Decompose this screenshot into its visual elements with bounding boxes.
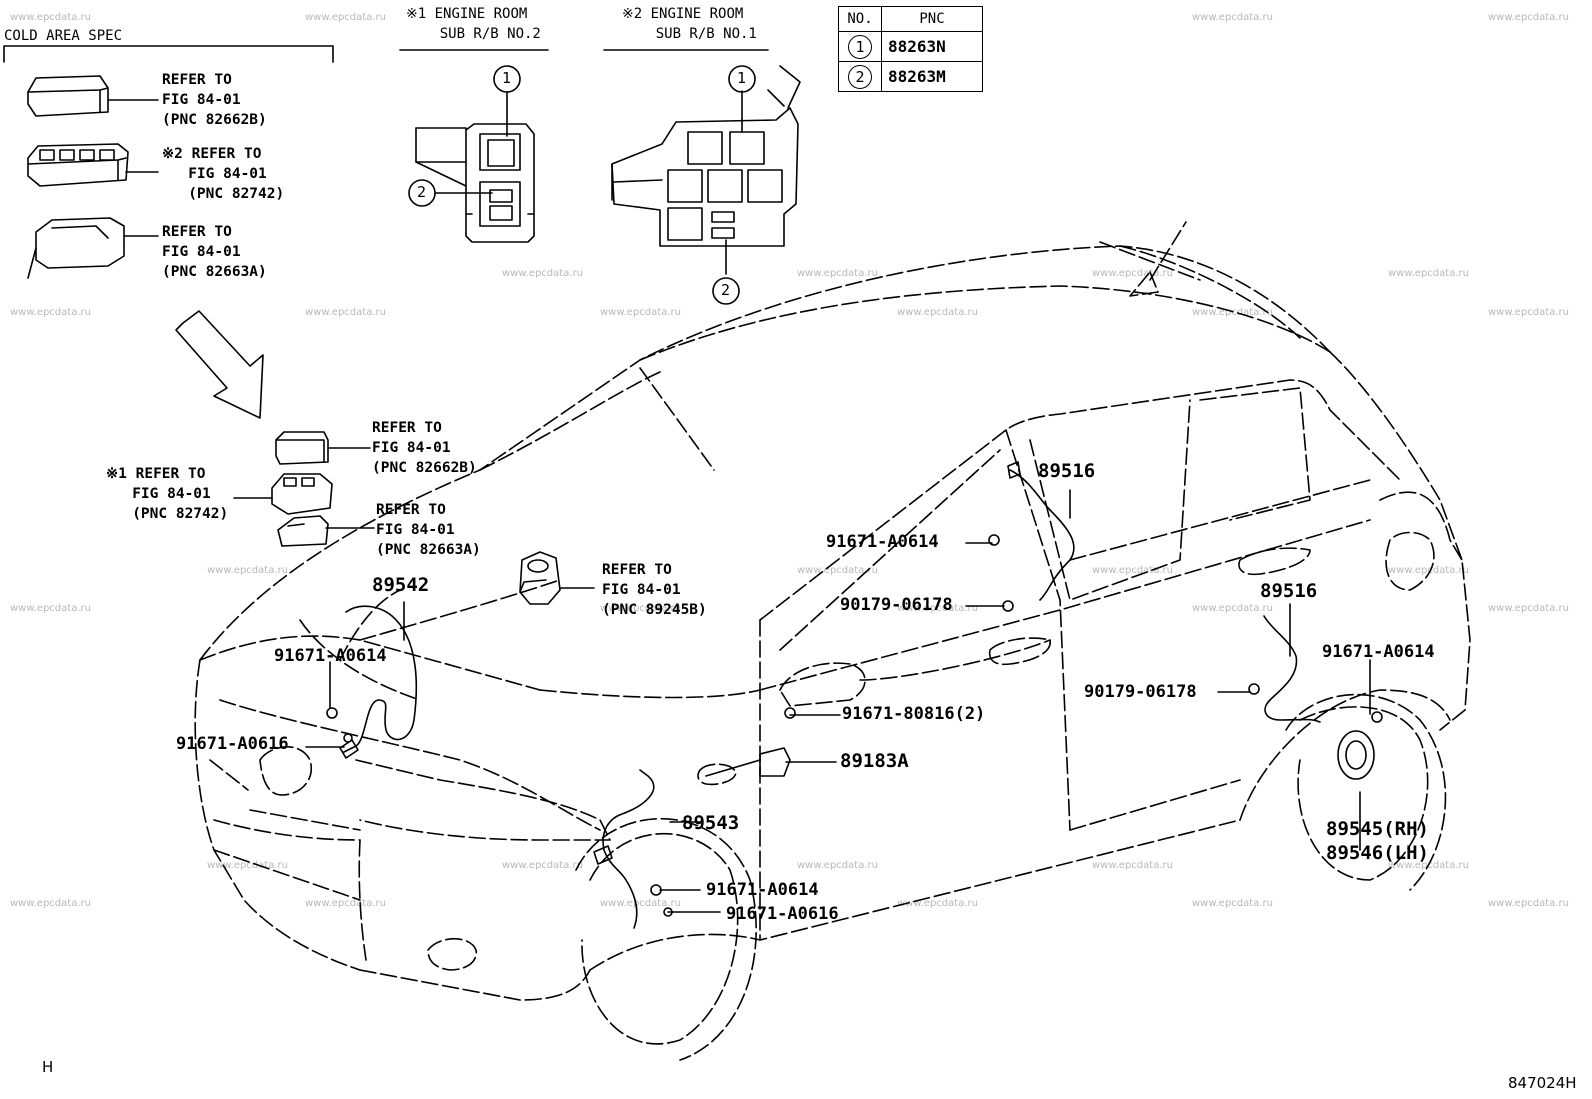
sensor-harnesses <box>339 461 1375 929</box>
watermark: www.epcdata.ru <box>897 898 978 909</box>
watermark: www.epcdata.ru <box>1488 603 1569 614</box>
ecu-bracket-icon <box>519 551 595 605</box>
pnc-table-header-pnc: PNC <box>881 6 983 32</box>
relay-ref-3: REFER TO FIG 84-01 (PNC 82663A) <box>376 502 481 558</box>
cold-relay-box-icon <box>27 75 159 117</box>
engine-room-sub-rb-no1-drawing <box>603 49 801 275</box>
engine-room-no2-title: ※1 ENGINE ROOM SUB R/B NO.2 <box>406 6 541 42</box>
cold-area-title: COLD AREA SPEC <box>4 28 123 44</box>
watermark: www.epcdata.ru <box>600 307 681 318</box>
vehicle-body-outline <box>194 221 1471 1061</box>
watermark: www.epcdata.ru <box>1388 565 1469 576</box>
watermark: www.epcdata.ru <box>1192 603 1273 614</box>
pnc-value: 88263N <box>881 31 983 62</box>
pnc-table-header-no: NO. <box>838 6 882 32</box>
part-label: 89546(LH) <box>1326 842 1429 864</box>
relay-ref-1: REFER TO FIG 84-01 (PNC 82662B) <box>372 420 477 476</box>
watermark: www.epcdata.ru <box>10 603 91 614</box>
watermark: www.epcdata.ru <box>305 898 386 909</box>
pnc-table: NO. PNC 1 88263N 2 88263M <box>838 6 983 92</box>
watermark: www.epcdata.ru <box>1388 268 1469 279</box>
bolts-and-clips <box>326 534 1383 917</box>
part-label: 89516 <box>1260 580 1318 602</box>
relay-ref-2: ※1 REFER TO FIG 84-01 (PNC 82742) <box>106 466 229 522</box>
callout-number: 2 <box>721 281 731 299</box>
callout-number: 1 <box>737 69 747 87</box>
watermark: www.epcdata.ru <box>1488 12 1569 23</box>
part-label: 89543 <box>682 812 740 834</box>
watermark: www.epcdata.ru <box>207 565 288 576</box>
cold-area-ref-1: REFER TO FIG 84-01 (PNC 82662B) <box>162 72 267 128</box>
watermark: www.epcdata.ru <box>1488 307 1569 318</box>
watermark: www.epcdata.ru <box>1192 307 1273 318</box>
cold-area-ref-3: REFER TO FIG 84-01 (PNC 82663A) <box>162 224 267 280</box>
watermark: www.epcdata.ru <box>10 307 91 318</box>
part-label: 89183A <box>840 750 909 772</box>
watermark: www.epcdata.ru <box>1192 12 1273 23</box>
watermark: www.epcdata.ru <box>207 860 288 871</box>
bolt-label: 91671-A0614 <box>1322 642 1435 662</box>
table-row: 2 88263M <box>838 61 983 92</box>
watermark: www.epcdata.ru <box>1192 898 1273 909</box>
bolt-label: 91671-A0616 <box>176 734 289 754</box>
watermark: www.epcdata.ru <box>797 860 878 871</box>
callout-number: 1 <box>502 69 512 87</box>
watermark: www.epcdata.ru <box>502 268 583 279</box>
watermark: www.epcdata.ru <box>797 268 878 279</box>
watermark: www.epcdata.ru <box>10 898 91 909</box>
cold-area-ref-2: ※2 REFER TO FIG 84-01 (PNC 82742) <box>162 146 285 202</box>
watermark: www.epcdata.ru <box>897 603 978 614</box>
callout-number: 2 <box>417 183 427 201</box>
relay-parts-group <box>233 431 375 547</box>
bolt-label: 91671-80816(2) <box>842 704 986 724</box>
watermark: www.epcdata.ru <box>1092 268 1173 279</box>
part-label: 89516 <box>1038 460 1096 482</box>
watermark: www.epcdata.ru <box>1092 860 1173 871</box>
watermark: www.epcdata.ru <box>600 603 681 614</box>
pnc-value: 88263M <box>881 61 983 92</box>
direction-arrow <box>175 310 264 419</box>
watermark: www.epcdata.ru <box>502 860 583 871</box>
watermark: www.epcdata.ru <box>10 12 91 23</box>
watermark: www.epcdata.ru <box>797 565 878 576</box>
part-label: 89545(RH) <box>1326 818 1429 840</box>
bolt-label: 91671-A0614 <box>274 646 387 666</box>
watermark: www.epcdata.ru <box>897 307 978 318</box>
table-row: 1 88263N <box>838 31 983 62</box>
bolt-label: 90179-06178 <box>840 595 953 615</box>
figure-code: 847024H <box>1508 1074 1577 1092</box>
callout-number: 2 <box>848 64 872 89</box>
footer-left-code: H <box>42 1058 54 1076</box>
leader-lines <box>305 489 1371 913</box>
bolt-label: 91671-A0614 <box>826 532 939 552</box>
callout-number: 1 <box>848 34 872 59</box>
watermark: www.epcdata.ru <box>305 12 386 23</box>
cold-relay-bracket-icon <box>27 217 159 279</box>
cold-area-bracket <box>3 45 334 63</box>
part-label: 89542 <box>372 574 430 596</box>
relay-ref-4: REFER TO FIG 84-01 (PNC 89245B) <box>602 562 707 618</box>
watermark: www.epcdata.ru <box>1092 565 1173 576</box>
bolt-label: 91671-A0616 <box>726 904 839 924</box>
watermark: www.epcdata.ru <box>305 307 386 318</box>
cold-relay-block-icon <box>27 143 159 187</box>
engine-room-sub-rb-no2-drawing <box>399 49 549 243</box>
bolt-label: 90179-06178 <box>1084 682 1197 702</box>
watermark: www.epcdata.ru <box>1488 898 1569 909</box>
bolt-label: 91671-A0614 <box>706 880 819 900</box>
engine-room-no1-title: ※2 ENGINE ROOM SUB R/B NO.1 <box>622 6 757 42</box>
watermark: www.epcdata.ru <box>600 898 681 909</box>
